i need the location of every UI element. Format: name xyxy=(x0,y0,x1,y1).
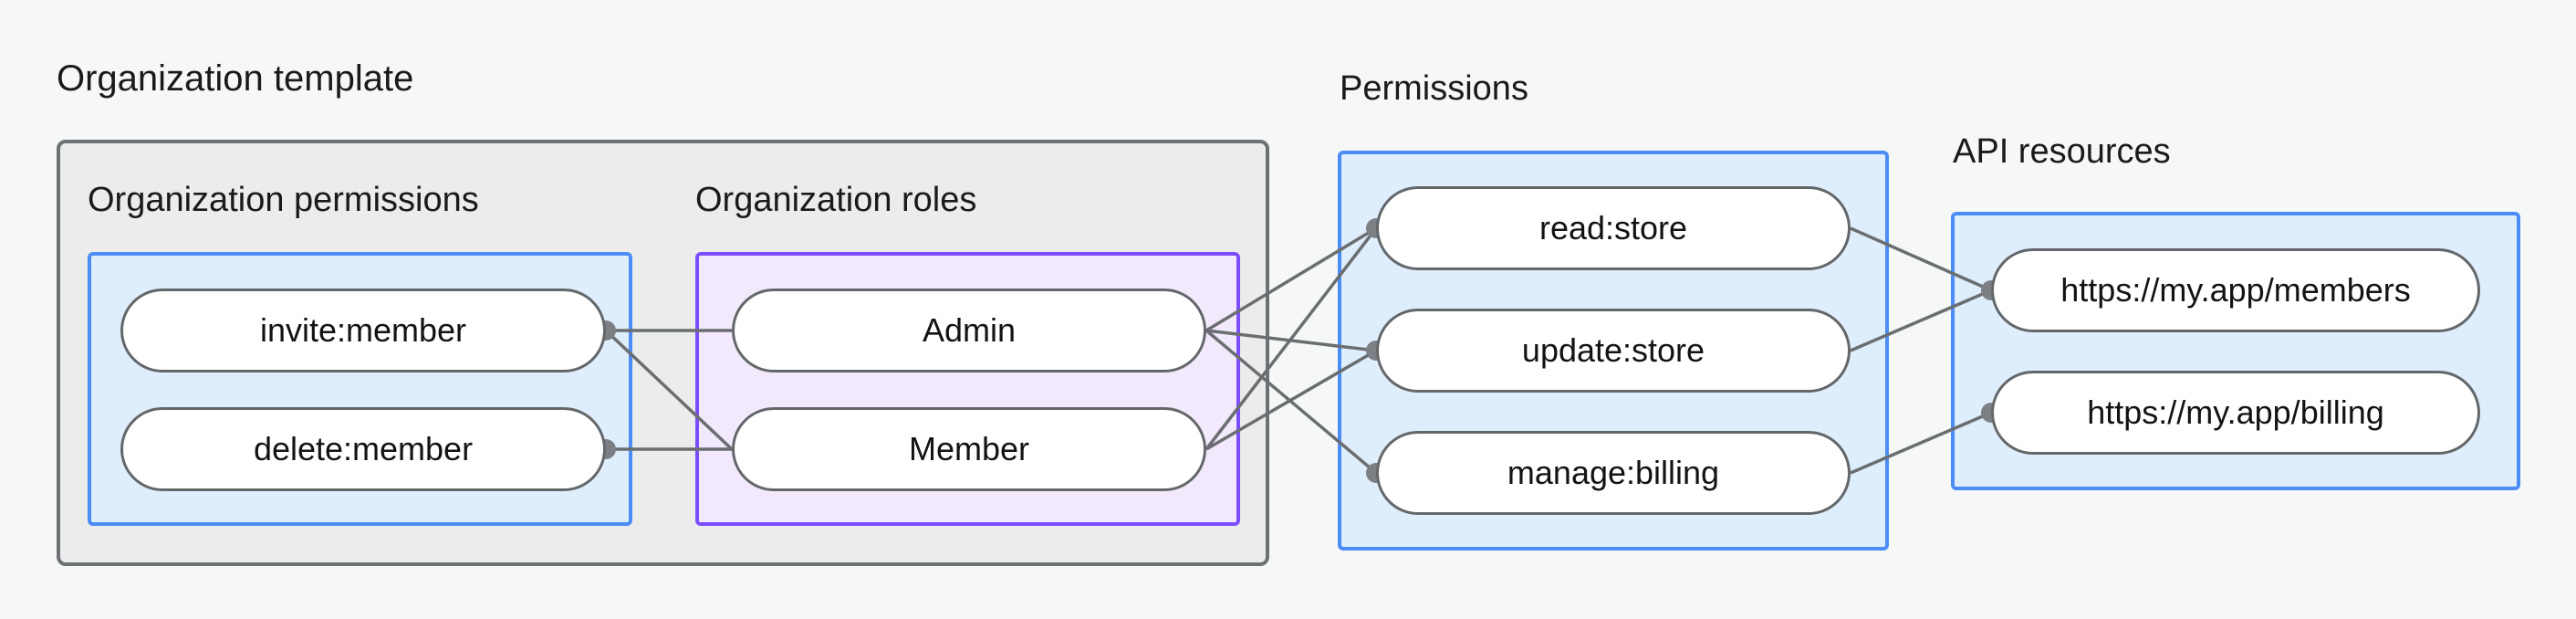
node-manage-billing[interactable]: manage:billing xyxy=(1376,431,1851,515)
node-admin[interactable]: Admin xyxy=(732,289,1206,372)
node-read-store[interactable]: read:store xyxy=(1376,186,1851,270)
organization-template-title: Organization template xyxy=(57,58,414,99)
node-members-url[interactable]: https://my.app/members xyxy=(1991,248,2480,332)
node-invite-member[interactable]: invite:member xyxy=(120,289,606,372)
node-update-store[interactable]: update:store xyxy=(1376,309,1851,393)
organization-roles-title: Organization roles xyxy=(695,181,977,219)
node-delete-member[interactable]: delete:member xyxy=(120,407,606,491)
permissions-title: Permissions xyxy=(1340,69,1528,108)
node-member[interactable]: Member xyxy=(732,407,1206,491)
api-resources-title: API resources xyxy=(1953,132,2171,171)
node-billing-url[interactable]: https://my.app/billing xyxy=(1991,371,2480,455)
organization-permissions-title: Organization permissions xyxy=(88,181,479,219)
